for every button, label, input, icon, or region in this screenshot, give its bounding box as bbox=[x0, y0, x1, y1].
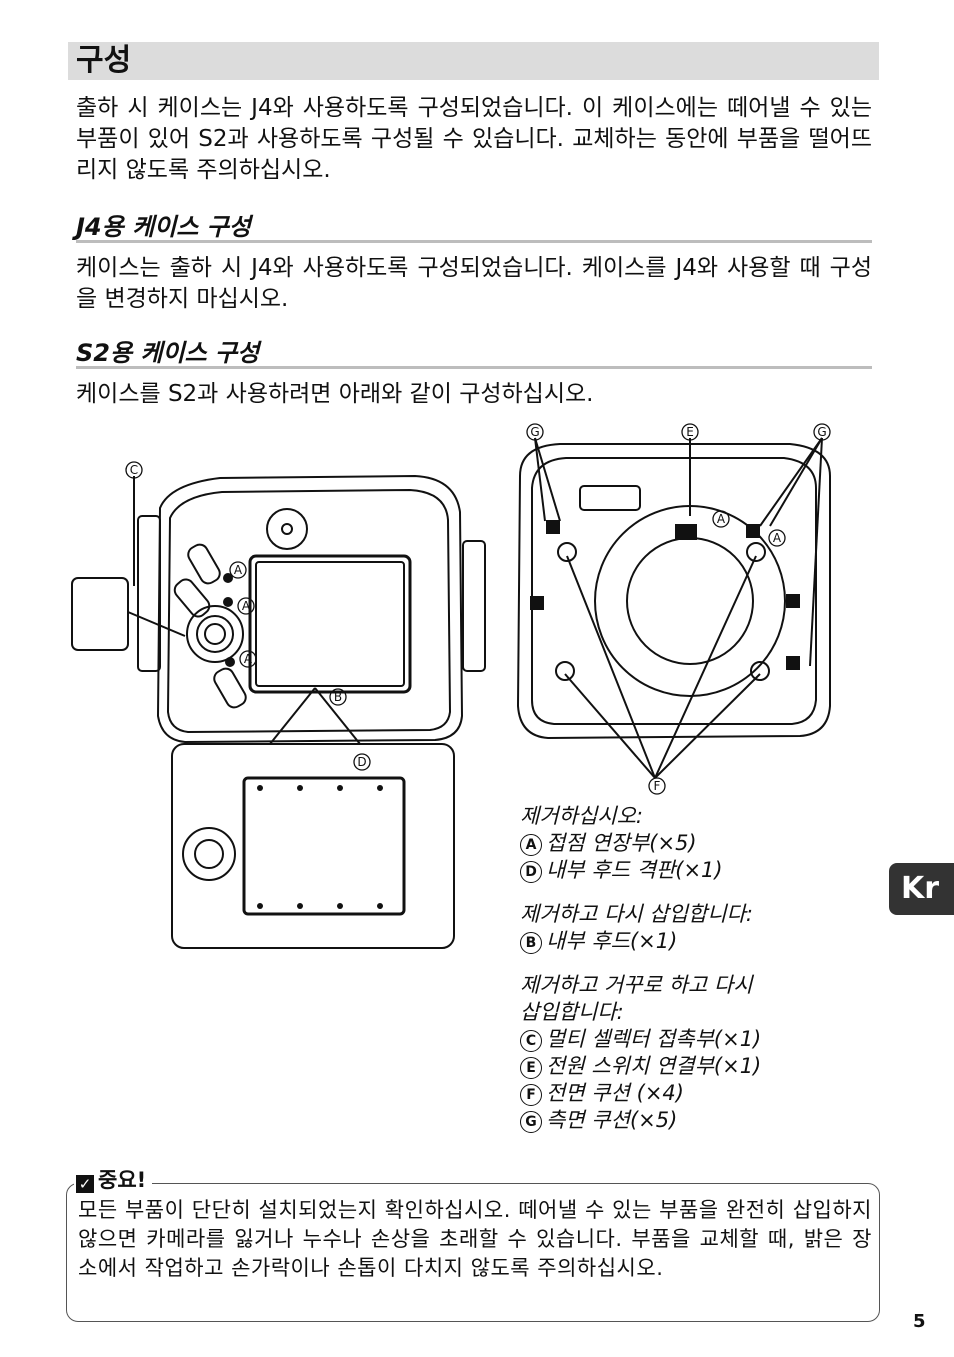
label-g: G bbox=[530, 425, 539, 439]
legend-text: 내부 후드 격판(×1) bbox=[546, 858, 723, 882]
note-body: 모든 부품이 단단히 설치되었는지 확인하십시오. 떼어낼 수 있는 부품을 완… bbox=[78, 1198, 872, 1280]
label-a: A bbox=[244, 652, 253, 666]
legend-letter: C bbox=[520, 1030, 542, 1052]
label-a: A bbox=[773, 531, 782, 545]
language-tab: Kr bbox=[889, 863, 954, 915]
legend-flip-heading: 제거하고 거꾸로 하고 다시 bbox=[520, 973, 753, 997]
label-f: F bbox=[654, 779, 661, 793]
section-rule bbox=[76, 366, 872, 369]
title-bar: 구성 bbox=[68, 42, 879, 80]
label-a: A bbox=[242, 599, 251, 613]
note-box bbox=[66, 1183, 880, 1322]
legend-letter: F bbox=[520, 1084, 542, 1106]
label-e: E bbox=[686, 425, 694, 439]
page-title: 구성 bbox=[76, 43, 132, 78]
legend-remove-heading: 제거하십시오: bbox=[520, 804, 643, 828]
label-b: B bbox=[334, 690, 342, 704]
legend-text: 전원 스위치 연결부(×1) bbox=[546, 1054, 762, 1078]
label-g: G bbox=[817, 425, 826, 439]
legend-text: 내부 후드(×1) bbox=[546, 929, 678, 953]
legend-letter: A bbox=[520, 834, 542, 856]
note-heading-text: 중요! bbox=[98, 1168, 147, 1192]
housing-illustration: C A A A B D G E G A A F bbox=[71, 423, 831, 949]
page-number: 5 bbox=[913, 1311, 926, 1332]
section-rule bbox=[76, 240, 872, 243]
section-body-j4: 케이스는 출하 시 J4와 사용하도록 구성되었습니다. 케이스를 J4와 사용… bbox=[76, 255, 872, 312]
section-heading-s2: S2용 케이스 구성 bbox=[76, 339, 260, 367]
legend-letter: E bbox=[520, 1057, 542, 1079]
legend-text: 측면 쿠션(×5) bbox=[546, 1108, 678, 1132]
section-body-s2: 케이스를 S2과 사용하려면 아래와 같이 구성하십시오. bbox=[76, 381, 594, 407]
label-a: A bbox=[234, 563, 243, 577]
intro-paragraph: 출하 시 케이스는 J4와 사용하도록 구성되었습니다. 이 케이스에는 떼어낼… bbox=[76, 95, 872, 183]
label-c: C bbox=[130, 463, 138, 477]
legend-letter: D bbox=[520, 861, 542, 883]
legend-text: 전면 쿠션 (×4) bbox=[546, 1081, 684, 1105]
legend-flip-heading: 삽입합니다: bbox=[520, 1000, 624, 1024]
note-heading: ✓중요! bbox=[74, 1166, 153, 1194]
legend-text: 멀티 셀렉터 접촉부(×1) bbox=[546, 1027, 762, 1051]
section-heading-j4: J4용 케이스 구성 bbox=[76, 213, 251, 241]
check-icon: ✓ bbox=[76, 1175, 94, 1193]
legend-text: 접점 연장부(×5) bbox=[546, 831, 697, 855]
label-a: A bbox=[717, 512, 726, 526]
label-d: D bbox=[357, 755, 366, 769]
legend-letter: B bbox=[520, 932, 542, 954]
legend-reinsert-heading: 제거하고 다시 삽입합니다: bbox=[520, 902, 753, 926]
legend-letter: G bbox=[520, 1111, 542, 1133]
